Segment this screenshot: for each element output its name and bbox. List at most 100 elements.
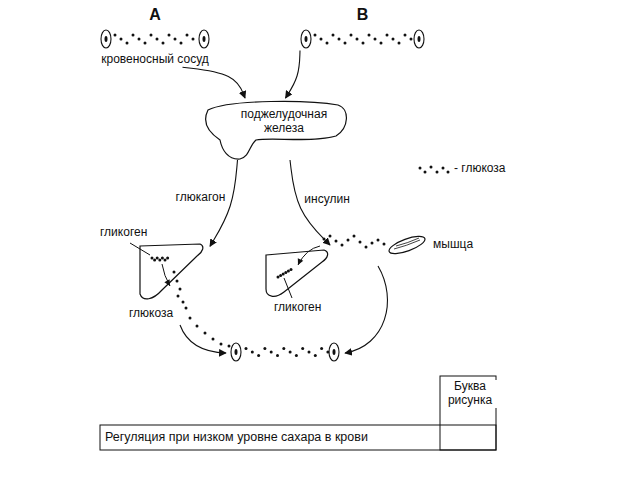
glucose-dot	[245, 347, 248, 350]
glucose-dot	[365, 246, 368, 249]
glucose-dot	[287, 270, 290, 273]
arrow-head	[298, 258, 303, 265]
glucose-dot	[350, 34, 353, 37]
glucose-dot	[329, 235, 332, 238]
glucose-dot	[138, 38, 141, 41]
glucose-dot	[192, 38, 195, 41]
glucose-dot	[263, 347, 266, 350]
glucose-dot	[301, 347, 304, 350]
glucose-dot	[156, 38, 159, 41]
node-label: гликоген	[100, 226, 147, 240]
glucose-dot	[359, 241, 362, 244]
diagram-node: В	[300, 6, 425, 50]
glucose-dot	[284, 271, 287, 274]
legend-swatch	[419, 166, 450, 174]
glucose-dot	[386, 34, 389, 37]
glucose-dot	[161, 257, 164, 260]
glucose-dot	[156, 257, 159, 260]
node-label: кровеносный сосуд	[101, 53, 209, 67]
diagram-node: гликоген	[262, 245, 342, 315]
glucose-dot	[341, 244, 344, 247]
glucose-dot	[368, 34, 371, 37]
glucose-dot	[151, 257, 154, 260]
glucose-dot	[120, 38, 123, 41]
glucose-dot	[320, 38, 323, 41]
glucose-dot	[335, 240, 338, 243]
glucose-dot	[126, 42, 129, 45]
glucose-dot	[353, 235, 356, 238]
glucose-dot	[371, 242, 374, 245]
glucose-dot	[153, 259, 156, 262]
glucose-dot	[362, 42, 365, 45]
blood-vessel	[100, 28, 210, 50]
arrow-head	[164, 279, 170, 286]
glucose-dot	[282, 273, 285, 276]
glucose-dot	[308, 351, 311, 354]
glucose-dot	[356, 38, 359, 41]
glucose-dot	[270, 351, 273, 354]
node-label: А	[149, 6, 161, 24]
glucose-dot	[168, 34, 171, 37]
text-label: глюкоза	[127, 307, 175, 321]
glucose-dot	[377, 239, 380, 242]
glucose-dot	[220, 343, 223, 346]
glucose-dot	[277, 276, 280, 279]
glucose-dot	[158, 259, 161, 262]
glucose-dot	[228, 345, 231, 348]
glucose-dot	[132, 34, 135, 37]
legend-text: - глюкоза	[452, 162, 508, 176]
glucose-dot	[179, 288, 182, 291]
flow-arrow	[345, 266, 387, 353]
glucose-dot	[189, 317, 192, 320]
blood-vessel	[300, 28, 425, 50]
glucose-dot	[338, 38, 341, 41]
edge-label: инсулин	[302, 193, 351, 207]
edge-label: глюкагон	[174, 191, 228, 205]
glucose-dot	[332, 34, 335, 37]
glucose-dot	[314, 34, 317, 37]
glucose-dot	[176, 280, 179, 283]
glucose-trail	[189, 317, 231, 348]
diagram-node: гликоген	[100, 222, 210, 312]
glucose-dot	[180, 42, 183, 45]
glucose-dot	[404, 34, 407, 37]
glucose-dot	[279, 274, 282, 277]
glucose-dot	[173, 271, 176, 274]
glucose-dot	[186, 34, 189, 37]
node-label: гликоген	[274, 301, 342, 315]
glucose-dot	[289, 351, 292, 354]
leader-line	[130, 243, 150, 255]
glucose-dot	[295, 354, 298, 357]
muscle	[386, 234, 430, 256]
glucose-dot	[282, 347, 285, 350]
node-label: поджелудочная железа	[232, 108, 336, 136]
connector	[183, 67, 246, 98]
glucose-dot	[383, 243, 386, 246]
glucose-dot	[344, 42, 347, 45]
glucose-dot	[290, 268, 293, 271]
glucose-dot	[326, 42, 329, 45]
glucose-dot	[174, 38, 177, 41]
glucose-dot	[144, 42, 147, 45]
glucose-dot	[314, 354, 317, 357]
glucose-dot	[185, 307, 188, 310]
glucose-dot	[212, 338, 215, 341]
glucose-trail	[323, 235, 386, 249]
glucose-dot	[182, 301, 185, 304]
blood-vessel	[231, 343, 339, 361]
glucose-dot	[380, 42, 383, 45]
text-label: Регуляция при низком уровне сахара в кро…	[103, 430, 370, 444]
glucose-dot	[347, 239, 350, 242]
glucose-dot	[276, 354, 279, 357]
connector	[286, 50, 301, 98]
glucose-dot	[326, 351, 329, 354]
glucose-dot	[374, 38, 377, 41]
text-label: Буква рисунка	[441, 380, 499, 408]
answer-table	[100, 376, 496, 450]
glucose-dot	[166, 257, 169, 260]
glucose-dot	[204, 332, 207, 335]
